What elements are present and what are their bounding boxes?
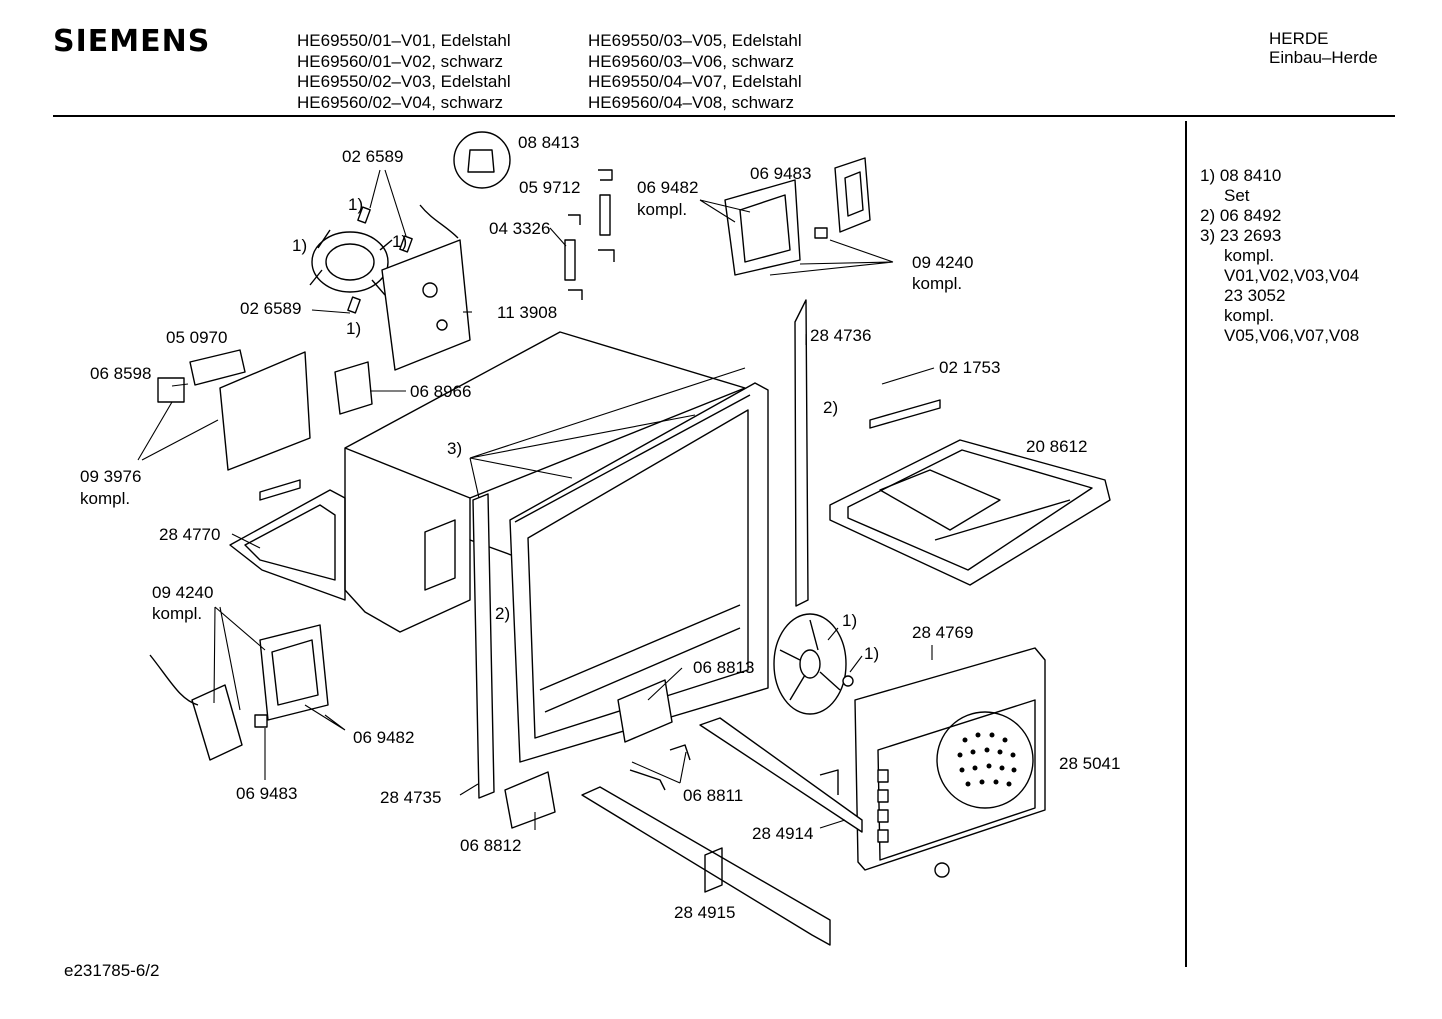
model-line: HE69560/03–V06, schwarz — [588, 51, 795, 71]
part-label: 02 6589 — [240, 299, 301, 318]
category-line: HERDE — [1269, 29, 1329, 48]
note-line: V05,V06,V07,V08 — [1224, 326, 1360, 345]
part-label: 28 4915 — [674, 903, 735, 922]
note-line: 1) 08 8410 — [1200, 166, 1282, 185]
part-label: 02 6589 — [342, 147, 403, 166]
part-label: 28 4735 — [380, 788, 441, 807]
footnotes: 1) 08 8410 Set 2) 06 8492 3) 23 2693 kom… — [1200, 166, 1359, 346]
note-ref: 2) — [495, 604, 510, 623]
note-ref: 2) — [823, 398, 838, 417]
oven-front-frame — [509, 382, 769, 763]
part-label: 28 4769 — [912, 623, 973, 642]
fan-motor — [309, 206, 413, 314]
note-ref: 1) — [348, 195, 363, 214]
part-label: kompl. — [637, 200, 687, 219]
part-label: 09 3976 — [80, 467, 141, 486]
part-label: 28 4914 — [752, 824, 813, 843]
note-ref: 1) — [864, 644, 879, 663]
model-line: HE69560/01–V02, schwarz — [297, 51, 504, 71]
category-label: HERDE Einbau–Herde — [1269, 29, 1378, 67]
note-line: 3) 23 2693 — [1200, 226, 1282, 245]
fan-wheel — [773, 613, 854, 715]
part-label: 06 8813 — [693, 658, 754, 677]
part-label: 06 8598 — [90, 364, 151, 383]
part-labels: 08 8413 02 6589 05 9712 06 9482 kompl. 0… — [80, 133, 1120, 922]
part-label: 28 4736 — [810, 326, 871, 345]
part-label: 06 9483 — [750, 164, 811, 183]
note-line: Set — [1224, 186, 1250, 205]
note-line: 2) 06 8492 — [1200, 206, 1282, 225]
document-id: e231785-6/2 — [64, 961, 160, 980]
back-panel — [381, 131, 511, 371]
part-label: 20 8612 — [1026, 437, 1087, 456]
fan-cover — [854, 647, 1046, 878]
switch-parts — [157, 349, 373, 471]
part-label: 06 9483 — [236, 784, 297, 803]
part-label: 06 8812 — [460, 836, 521, 855]
part-label: 05 0970 — [166, 328, 227, 347]
part-label: 09 4240 — [152, 583, 213, 602]
header-divider — [53, 115, 1395, 117]
model-line: HE69560/02–V04, schwarz — [297, 92, 504, 112]
part-label: 06 9482 — [637, 178, 698, 197]
model-line: HE69550/04–V07, Edelstahl — [588, 72, 802, 91]
note-ref: 1) — [842, 611, 857, 630]
notes-divider — [1185, 121, 1187, 967]
note-ref: 1) — [292, 236, 307, 255]
rails — [504, 679, 863, 946]
part-label: 05 9712 — [519, 178, 580, 197]
oven-muffle — [344, 331, 746, 633]
part-label: kompl. — [80, 489, 130, 508]
category-line: Einbau–Herde — [1269, 48, 1378, 67]
model-line: HE69550/02–V03, Edelstahl — [297, 72, 511, 91]
front-strip-left — [472, 493, 495, 799]
heater-top — [829, 399, 1111, 586]
model-line: HE69550/01–V01, Edelstahl — [297, 31, 511, 50]
note-ref: 1) — [346, 319, 361, 338]
note-line: 23 3052 — [1224, 286, 1286, 305]
part-label: 08 8413 — [518, 133, 579, 152]
note-line: kompl. — [1224, 306, 1275, 325]
contact-parts — [564, 169, 615, 300]
note-ref: 1) — [392, 232, 407, 251]
exploded-parts-drawing: 08 8413 02 6589 05 9712 06 9482 kompl. 0… — [80, 131, 1120, 946]
part-label: 09 4240 — [912, 253, 973, 272]
part-label: 11 3908 — [497, 303, 557, 322]
leader-lines — [137, 169, 935, 830]
front-strip-right — [794, 299, 809, 607]
model-line: HE69560/04–V08, schwarz — [588, 92, 795, 112]
note-ref: 3) — [447, 439, 462, 458]
model-list-left: HE69550/01–V01, Edelstahl HE69560/01–V02… — [297, 31, 511, 113]
lamp-assembly-top — [724, 157, 871, 276]
lamp-assembly-bottom — [149, 624, 329, 761]
note-line: V01,V02,V03,V04 — [1224, 266, 1360, 285]
part-label: kompl. — [152, 604, 202, 623]
part-label: 04 3326 — [489, 219, 550, 238]
part-label: kompl. — [912, 274, 962, 293]
part-label: 06 8966 — [410, 382, 471, 401]
part-label: 28 5041 — [1059, 754, 1120, 773]
model-list-right: HE69550/03–V05, Edelstahl HE69560/03–V06… — [588, 31, 802, 113]
part-label: 02 1753 — [939, 358, 1000, 377]
part-label: 06 9482 — [353, 728, 414, 747]
part-label: 28 4770 — [159, 525, 220, 544]
model-line: HE69550/03–V05, Edelstahl — [588, 31, 802, 50]
note-line: kompl. — [1224, 246, 1275, 265]
brand-logo: SIEMENS — [53, 24, 211, 59]
part-label: 06 8811 — [683, 786, 743, 805]
heater-bottom — [229, 479, 346, 601]
